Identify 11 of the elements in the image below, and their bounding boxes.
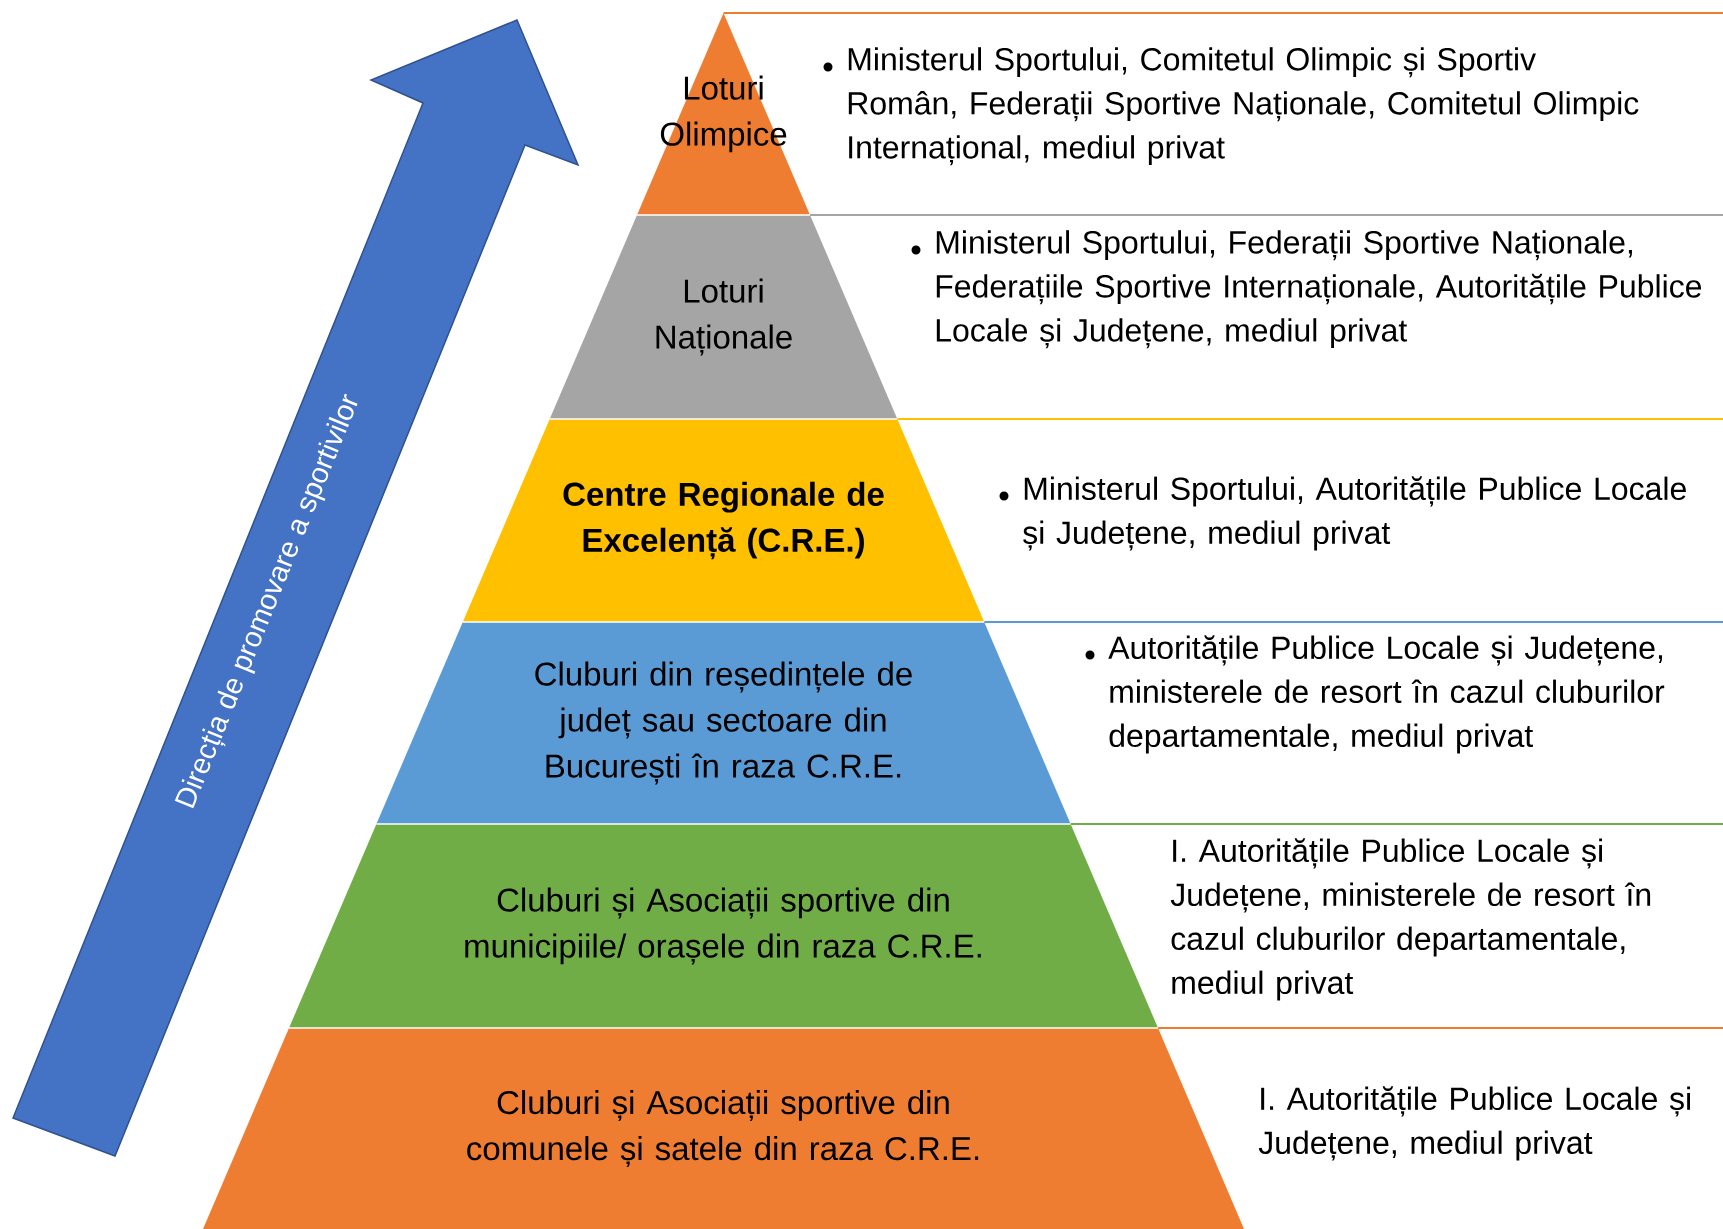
description-text: Ministerul Sportului, Federații Sportive Naționale, Federațiile Sportive Internaționale, Autoritățile Publice Locale și Județene, mediul privat — [936, 230, 1702, 349]
pyramid-level: Cluburi și Asociații sportive din comunele și satele din raza C.R.E. — [203, 1027, 1244, 1229]
description-text: I. Autoritățile Publice Locale și Județene, mediul privat — [1258, 1086, 1690, 1161]
pyramid-level: Centre Regionale de Excelență (C.R.E.) — [462, 418, 985, 622]
pyramid-level: Loturi Naționale — [549, 214, 898, 419]
description-text: Ministerul Sportului, Comitetul Olimpic și Sportiv Român, Federații Sportive Naționale, Comitetul Olimpic Internațional, mediul privat — [848, 47, 1639, 166]
pyramid-level: Cluburi și Asociații sportive din municipiile/ orașele din raza C.R.E. — [289, 823, 1158, 1028]
pyramid-level: Cluburi din reședințele de județ sau sectoare din București în raza C.R.E. — [376, 621, 1071, 824]
description-text: Autoritățile Publice Locale și Județene, ministerele de resort în cazul cluburilor departamentale, mediul privat — [1108, 635, 1665, 754]
description-text: I. Autoritățile Publice Locale și Județene, ministerele de resort în cazul cluburilor departamentale, mediul privat — [1170, 838, 1651, 1001]
description-text: Ministerul Sportului, Autoritățile Publice Locale și Județene, mediul privat — [1023, 476, 1686, 551]
